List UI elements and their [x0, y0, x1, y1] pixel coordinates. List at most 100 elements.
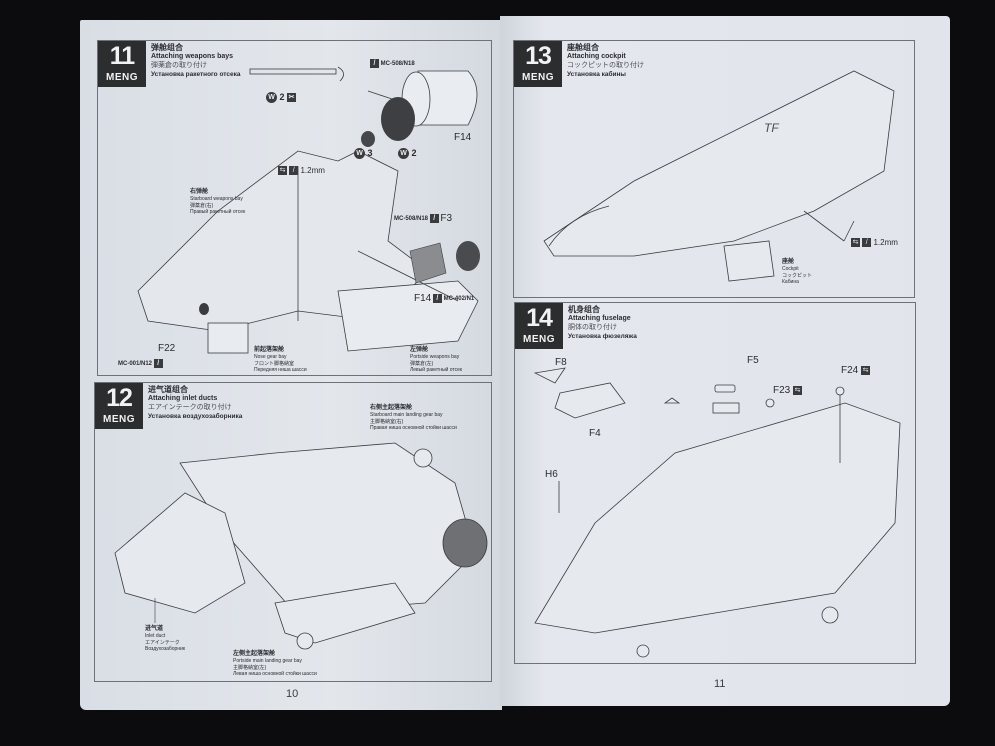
starboard-wheel-part: [413, 448, 433, 468]
callout-jp: フロント脚格納室: [254, 360, 295, 367]
title-cn: 弹舱组合: [151, 43, 183, 52]
callout-jp: 主脚格納室(左): [233, 664, 267, 671]
title-en: Attaching fuselage: [568, 315, 631, 322]
decal-w-icon: W: [354, 148, 365, 160]
part-f8: F8: [555, 357, 567, 368]
f23-part: [765, 398, 775, 408]
callout-en: Portside weapons bay: [410, 354, 460, 360]
title-cn: 进气道组合: [148, 385, 188, 394]
callout-cn: 左侧主起落架舱: [233, 651, 276, 657]
f14-burner-part: [409, 242, 447, 284]
decal-w-icon: W: [398, 148, 409, 160]
part-f22: F22: [158, 343, 176, 354]
f24-part: [835, 386, 845, 396]
main-wheel-part: [821, 606, 839, 624]
step-12-panel: 12 MENG 进气道组合 Attaching inlet ducts エアイン…: [94, 382, 492, 682]
wire-length: 1.2mm: [300, 166, 325, 175]
callout-cn: 进气道: [145, 626, 164, 632]
callout-cn: 座舱: [782, 259, 795, 265]
step-11-badge: 11 MENG: [98, 41, 146, 87]
nose-wheel-part: [636, 644, 650, 658]
callout-ru: Левый ракетный отсек: [410, 367, 463, 373]
step-11-drawing: [137, 66, 480, 354]
step-number: 11: [109, 42, 135, 70]
callout-jp: 弾薬倉(左): [410, 360, 434, 367]
part-h6: H6: [545, 469, 558, 480]
inlet-duct-part: [114, 492, 246, 614]
wire-dim: ⇆ / 1.2mm: [851, 237, 898, 249]
page-left: 11 MENG 弹舱组合 Attaching weapons bays 弾薬倉の…: [80, 20, 502, 710]
bend-arrow: [337, 66, 344, 82]
step-12-drawing: [114, 442, 488, 650]
engine-nozzle-part: [442, 518, 488, 568]
callout-cn: 右弹舱: [190, 189, 209, 195]
step-number: 14: [526, 304, 553, 332]
callout-en: Starboard weapons bay: [190, 196, 243, 202]
brush-icon: /: [370, 59, 379, 68]
step-14-titles: 机身组合 Attaching fuselage 胴体の取り付け Установк…: [568, 305, 637, 341]
callout-starboard-bay: 右弹舱 Starboard weapons bay 弾薬倉(右) Правый …: [190, 189, 245, 216]
step-14-badge: 14 MENG: [515, 303, 563, 349]
f3-nozzle-part: [456, 241, 480, 271]
title-jp: 弾薬倉の取り付け: [151, 62, 207, 69]
brush-icon: /: [432, 294, 442, 303]
title-jp: コックピットの取り付け: [567, 62, 644, 69]
callout-portside-bay: 左弹舱 Portside weapons bay 弾薬倉(左) Левый ра…: [410, 347, 462, 374]
callout-en: Portside main landing gear bay: [233, 658, 302, 664]
decal-w3: W 3: [354, 147, 373, 160]
callout-cn: 右侧主起落架舱: [370, 405, 413, 411]
callout-en: Starboard main landing gear bay: [370, 412, 443, 418]
decal-w2-b: W 2: [398, 147, 417, 160]
decal-number: 2: [279, 92, 285, 102]
nose-gear-bay-part: [207, 322, 249, 354]
cut-icon: ✂: [287, 93, 297, 103]
callout-ru: Правая ниша основной стойки шасси: [370, 425, 457, 431]
title-en: Attaching cockpit: [567, 53, 626, 60]
callout-nose-gear-bay: 前起落架舱 Nose gear bay フロント脚格納室 Передняя ни…: [254, 347, 307, 374]
f14-exhaust-part: [417, 70, 478, 126]
paint-top: / MC-508/N18: [370, 59, 415, 70]
title-ru: Установка ракетного отсека: [151, 71, 241, 78]
step-12-titles: 进气道组合 Attaching inlet ducts エアインテークの取り付け…: [148, 385, 242, 421]
step-14-panel: 14 MENG 机身组合 Attaching fuselage 胴体の取り付け …: [514, 302, 916, 664]
cut-icon: ⇆: [861, 365, 871, 375]
brush-icon: /: [153, 359, 163, 368]
callout-en: Nose gear bay: [254, 354, 287, 360]
rail-part: [249, 68, 337, 75]
callout-ru: Кабина: [782, 279, 799, 285]
decal-number: 2: [411, 148, 417, 158]
f4-part: [554, 382, 626, 419]
meng-logo: MENG: [103, 414, 135, 425]
callout-ru: Левая ниша основной стойки шасси: [233, 671, 317, 677]
callout-cockpit: 座舱 Cockpit コックピット Кабина: [782, 259, 812, 286]
title-ru: Установка воздухозаборника: [148, 413, 243, 420]
f5-part: [714, 384, 736, 393]
part-f14-mid: F14: [414, 293, 432, 304]
step-13-badge: 13 MENG: [514, 41, 562, 87]
w3-disc-part: [361, 131, 375, 147]
portside-gear-bay-part: [274, 582, 416, 644]
step-11-titles: 弹舱组合 Attaching weapons bays 弾薬倉の取り付け Уст…: [151, 43, 240, 79]
part-f3: F3: [440, 213, 453, 224]
paint-f3: MC-508/N18 / F3: [394, 213, 452, 225]
callout-en: Inlet duct: [145, 633, 166, 639]
title-en: Attaching inlet ducts: [148, 395, 218, 402]
brush-icon: /: [289, 166, 299, 176]
portside-wheel-part: [296, 632, 314, 650]
wire-dim: ⇆ / 1.2mm: [278, 165, 325, 177]
decal-w-icon: W: [266, 92, 277, 104]
callout-portside-gear-bay: 左侧主起落架舱 Portside main landing gear bay 主…: [233, 651, 317, 678]
step-number: 13: [525, 42, 552, 70]
wire-length: 1.2mm: [873, 238, 898, 247]
cut-icon: ⇆: [851, 238, 860, 248]
title-cn: 机身组合: [568, 305, 600, 314]
callout-inlet-duct: 进气道 Inlet duct エアインテーク Воздухозаборник: [145, 626, 185, 653]
decal-number: 3: [367, 148, 373, 158]
title-cn: 座舱组合: [567, 43, 599, 52]
callout-jp: 弾薬倉(右): [190, 202, 214, 209]
title-jp: エアインテークの取り付け: [148, 404, 232, 411]
part-f14-top: F14: [454, 132, 472, 143]
meng-logo: MENG: [522, 72, 554, 83]
step-13-panel: 13 MENG 座舱组合 Attaching cockpit コックピットの取り…: [513, 40, 915, 298]
page-number-left: 10: [286, 688, 299, 700]
